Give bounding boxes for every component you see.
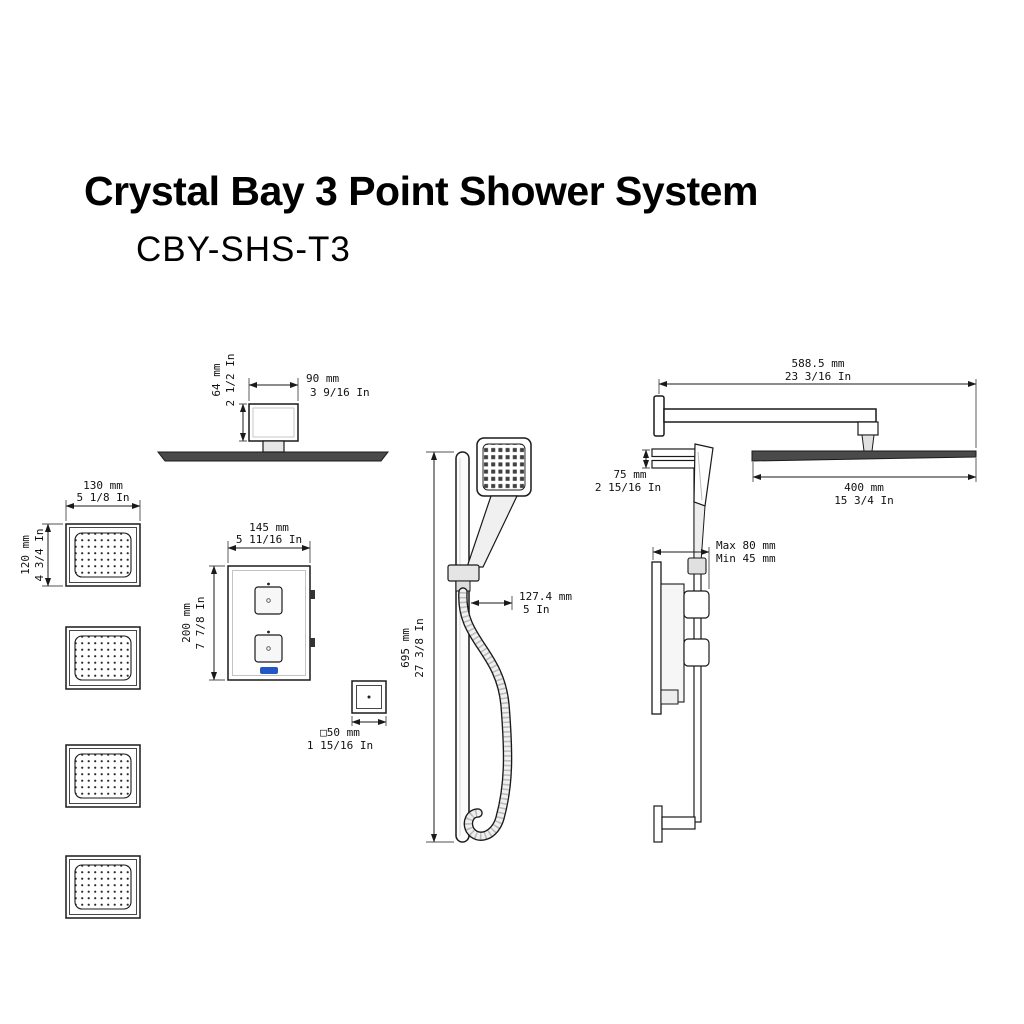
bar-bottom-bracket bbox=[661, 816, 696, 830]
rain-head-front-view bbox=[156, 403, 390, 462]
dim-label: 400 mm bbox=[844, 481, 884, 494]
slide-bar bbox=[455, 451, 470, 843]
dim-label: 23 3/16 In bbox=[785, 370, 851, 383]
head-connector bbox=[262, 440, 285, 453]
dim-label: 127.4 mm bbox=[519, 590, 572, 603]
dim-arm-height: 64 mm 2 1/2 In bbox=[210, 354, 247, 442]
shower-hose bbox=[458, 587, 513, 841]
dim-label: 64 mm bbox=[210, 363, 223, 396]
dim-arm-length: 588.5 mm 23 3/16 In bbox=[658, 357, 977, 448]
dim-label: 75 mm bbox=[613, 468, 646, 481]
dim-label: 1 15/16 In bbox=[307, 739, 373, 752]
bar-bottom-wall-plate bbox=[653, 805, 663, 843]
dim-label: 120 mm bbox=[19, 535, 32, 575]
dim-label: Min 45 mm bbox=[716, 552, 776, 565]
dim-label: 145 mm bbox=[249, 521, 289, 534]
rain-head-plate bbox=[156, 451, 390, 462]
valve-knob-upper bbox=[254, 586, 283, 615]
arm-mount-block bbox=[248, 403, 299, 442]
dim-trim-size: □50 mm 1 15/16 In bbox=[307, 716, 387, 752]
valve-side-knob-upper bbox=[683, 590, 710, 619]
dim-jet-height: 120 mm 4 3/4 In bbox=[19, 523, 63, 587]
body-jet-1 bbox=[65, 523, 141, 587]
dim-label: 695 mm bbox=[399, 628, 412, 668]
dim-slider-offset: 127.4 mm 5 In bbox=[470, 590, 572, 616]
dim-label: 3 9/16 In bbox=[310, 386, 370, 399]
dim-label: 5 1/8 In bbox=[77, 491, 130, 504]
dim-label: 27 3/8 In bbox=[413, 618, 426, 678]
valve-side-tab bbox=[310, 638, 315, 647]
valve-side-body bbox=[660, 583, 685, 703]
dim-arm-width: 90 mm 3 9/16 In bbox=[248, 372, 370, 401]
dim-label: 130 mm bbox=[83, 479, 123, 492]
page-title: Crystal Bay 3 Point Shower System bbox=[84, 168, 758, 214]
dim-label: Max 80 mm bbox=[716, 539, 776, 552]
dim-label: 15 3/4 In bbox=[834, 494, 894, 507]
rain-head-side-profile bbox=[751, 450, 977, 462]
dim-head-width: 400 mm 15 3/4 In bbox=[752, 458, 977, 507]
handshower-sprayface bbox=[482, 443, 526, 491]
bar-wall-mount-upper bbox=[651, 448, 697, 458]
shower-arm bbox=[663, 408, 877, 423]
bar-wall-mount-lower bbox=[651, 459, 697, 469]
handshower-handle bbox=[466, 495, 518, 568]
model-number: CBY-SHS-T3 bbox=[136, 230, 351, 269]
handshower-side-handle bbox=[693, 501, 706, 563]
dim-label: 2 1/2 In bbox=[224, 354, 237, 407]
dim-label: □50 mm bbox=[320, 726, 360, 739]
dim-label: 7 7/8 In bbox=[194, 597, 207, 650]
dim-label: 5 11/16 In bbox=[236, 533, 302, 546]
dim-bar-height: 695 mm 27 3/8 In bbox=[399, 451, 454, 843]
dim-jet-width: 130 mm 5 1/8 In bbox=[65, 479, 141, 521]
handshower-side-head bbox=[693, 443, 714, 507]
dim-label: 4 3/4 In bbox=[33, 529, 46, 582]
dim-label: 588.5 mm bbox=[792, 357, 845, 370]
valve-side-tab bbox=[310, 590, 315, 599]
dim-valve-height: 200 mm 7 7/8 In bbox=[180, 565, 225, 681]
slider-bracket-side bbox=[687, 557, 707, 575]
dim-label: 200 mm bbox=[180, 603, 193, 643]
body-jet-2 bbox=[65, 626, 141, 690]
body-jet-4 bbox=[65, 855, 141, 919]
valve-side-knob-lower bbox=[683, 638, 710, 667]
dim-label: 5 In bbox=[523, 603, 550, 616]
body-jet-3 bbox=[65, 744, 141, 808]
dim-valve-width: 145 mm 5 11/16 In bbox=[227, 521, 311, 563]
valve-knob-lower bbox=[254, 634, 283, 663]
valve-front-view bbox=[227, 565, 315, 681]
handshower-slidebar-front-view bbox=[447, 437, 532, 843]
arm-wall-flange bbox=[653, 395, 665, 437]
brand-logo-mark bbox=[260, 667, 278, 674]
dim-label: 2 15/16 In bbox=[595, 481, 661, 494]
dim-label: 90 mm bbox=[306, 372, 339, 385]
valve-side-plate bbox=[651, 561, 662, 715]
slider-bracket bbox=[447, 564, 480, 582]
arm-head-connector bbox=[857, 421, 879, 436]
dim-mount-offset: 75 mm 2 15/16 In bbox=[595, 449, 661, 494]
valve-trim-square bbox=[351, 680, 387, 714]
side-view-assembly bbox=[651, 395, 977, 843]
dim-valve-depth: Max 80 mm Min 45 mm bbox=[652, 539, 776, 589]
